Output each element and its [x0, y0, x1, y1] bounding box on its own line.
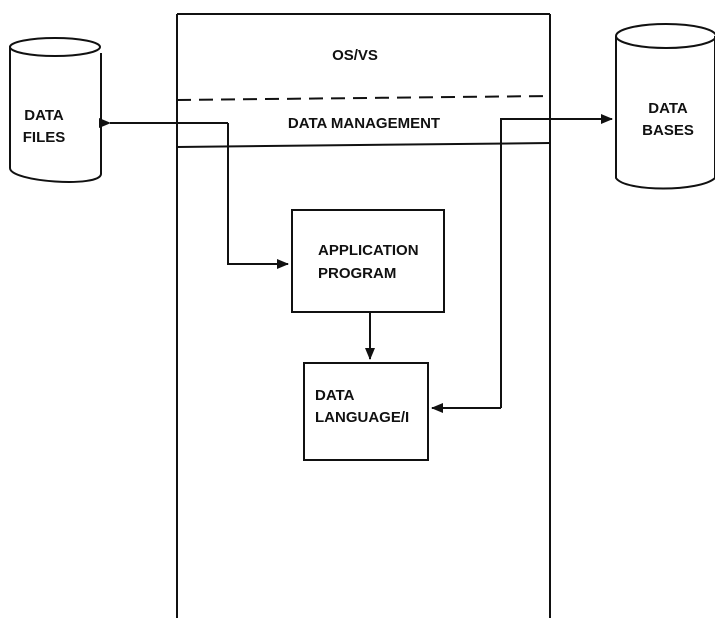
- data-bases-cylinder-top: [615, 23, 715, 49]
- data-language-label-line-2: LANGUAGE/I: [315, 409, 409, 426]
- os-data-management-dashed-divider: [176, 95, 551, 101]
- application-program-label-line-1: APPLICATION: [318, 242, 419, 259]
- data-bases-cylinder-body: [615, 36, 715, 190]
- data-files-cylinder-top: [9, 37, 101, 57]
- application-program-border: [291, 209, 445, 313]
- data-management-bottom-divider: [176, 142, 551, 148]
- dli-to-data-bases-arrow: [500, 114, 613, 408]
- os-vs-label: OS/VS: [332, 47, 378, 64]
- connectors: [99, 114, 613, 413]
- data-files-label-line-2: FILES: [23, 129, 66, 146]
- data-language-box: DATA LANGUAGE/I: [303, 362, 429, 461]
- data-management-label: DATA MANAGEMENT: [288, 115, 440, 132]
- data-files-cylinder: DATA FILES: [9, 37, 102, 183]
- application-program-input-arrow: [227, 123, 289, 269]
- data-bases-label-line-1: DATA: [648, 100, 688, 117]
- data-bases-label-line-2: BASES: [642, 122, 694, 139]
- data-language-border: [303, 362, 429, 461]
- application-program-box: APPLICATION PROGRAM: [291, 209, 445, 313]
- data-files-label-line-1: DATA: [24, 107, 64, 124]
- data-bases-cylinder: DATA BASES: [615, 23, 715, 190]
- os-vs-column: OS/VS DATA MANAGEMENT: [176, 13, 551, 618]
- application-program-label-line-2: PROGRAM: [318, 265, 396, 282]
- data-files-cylinder-body: [9, 46, 102, 183]
- data-language-label-line-1: DATA: [315, 387, 355, 404]
